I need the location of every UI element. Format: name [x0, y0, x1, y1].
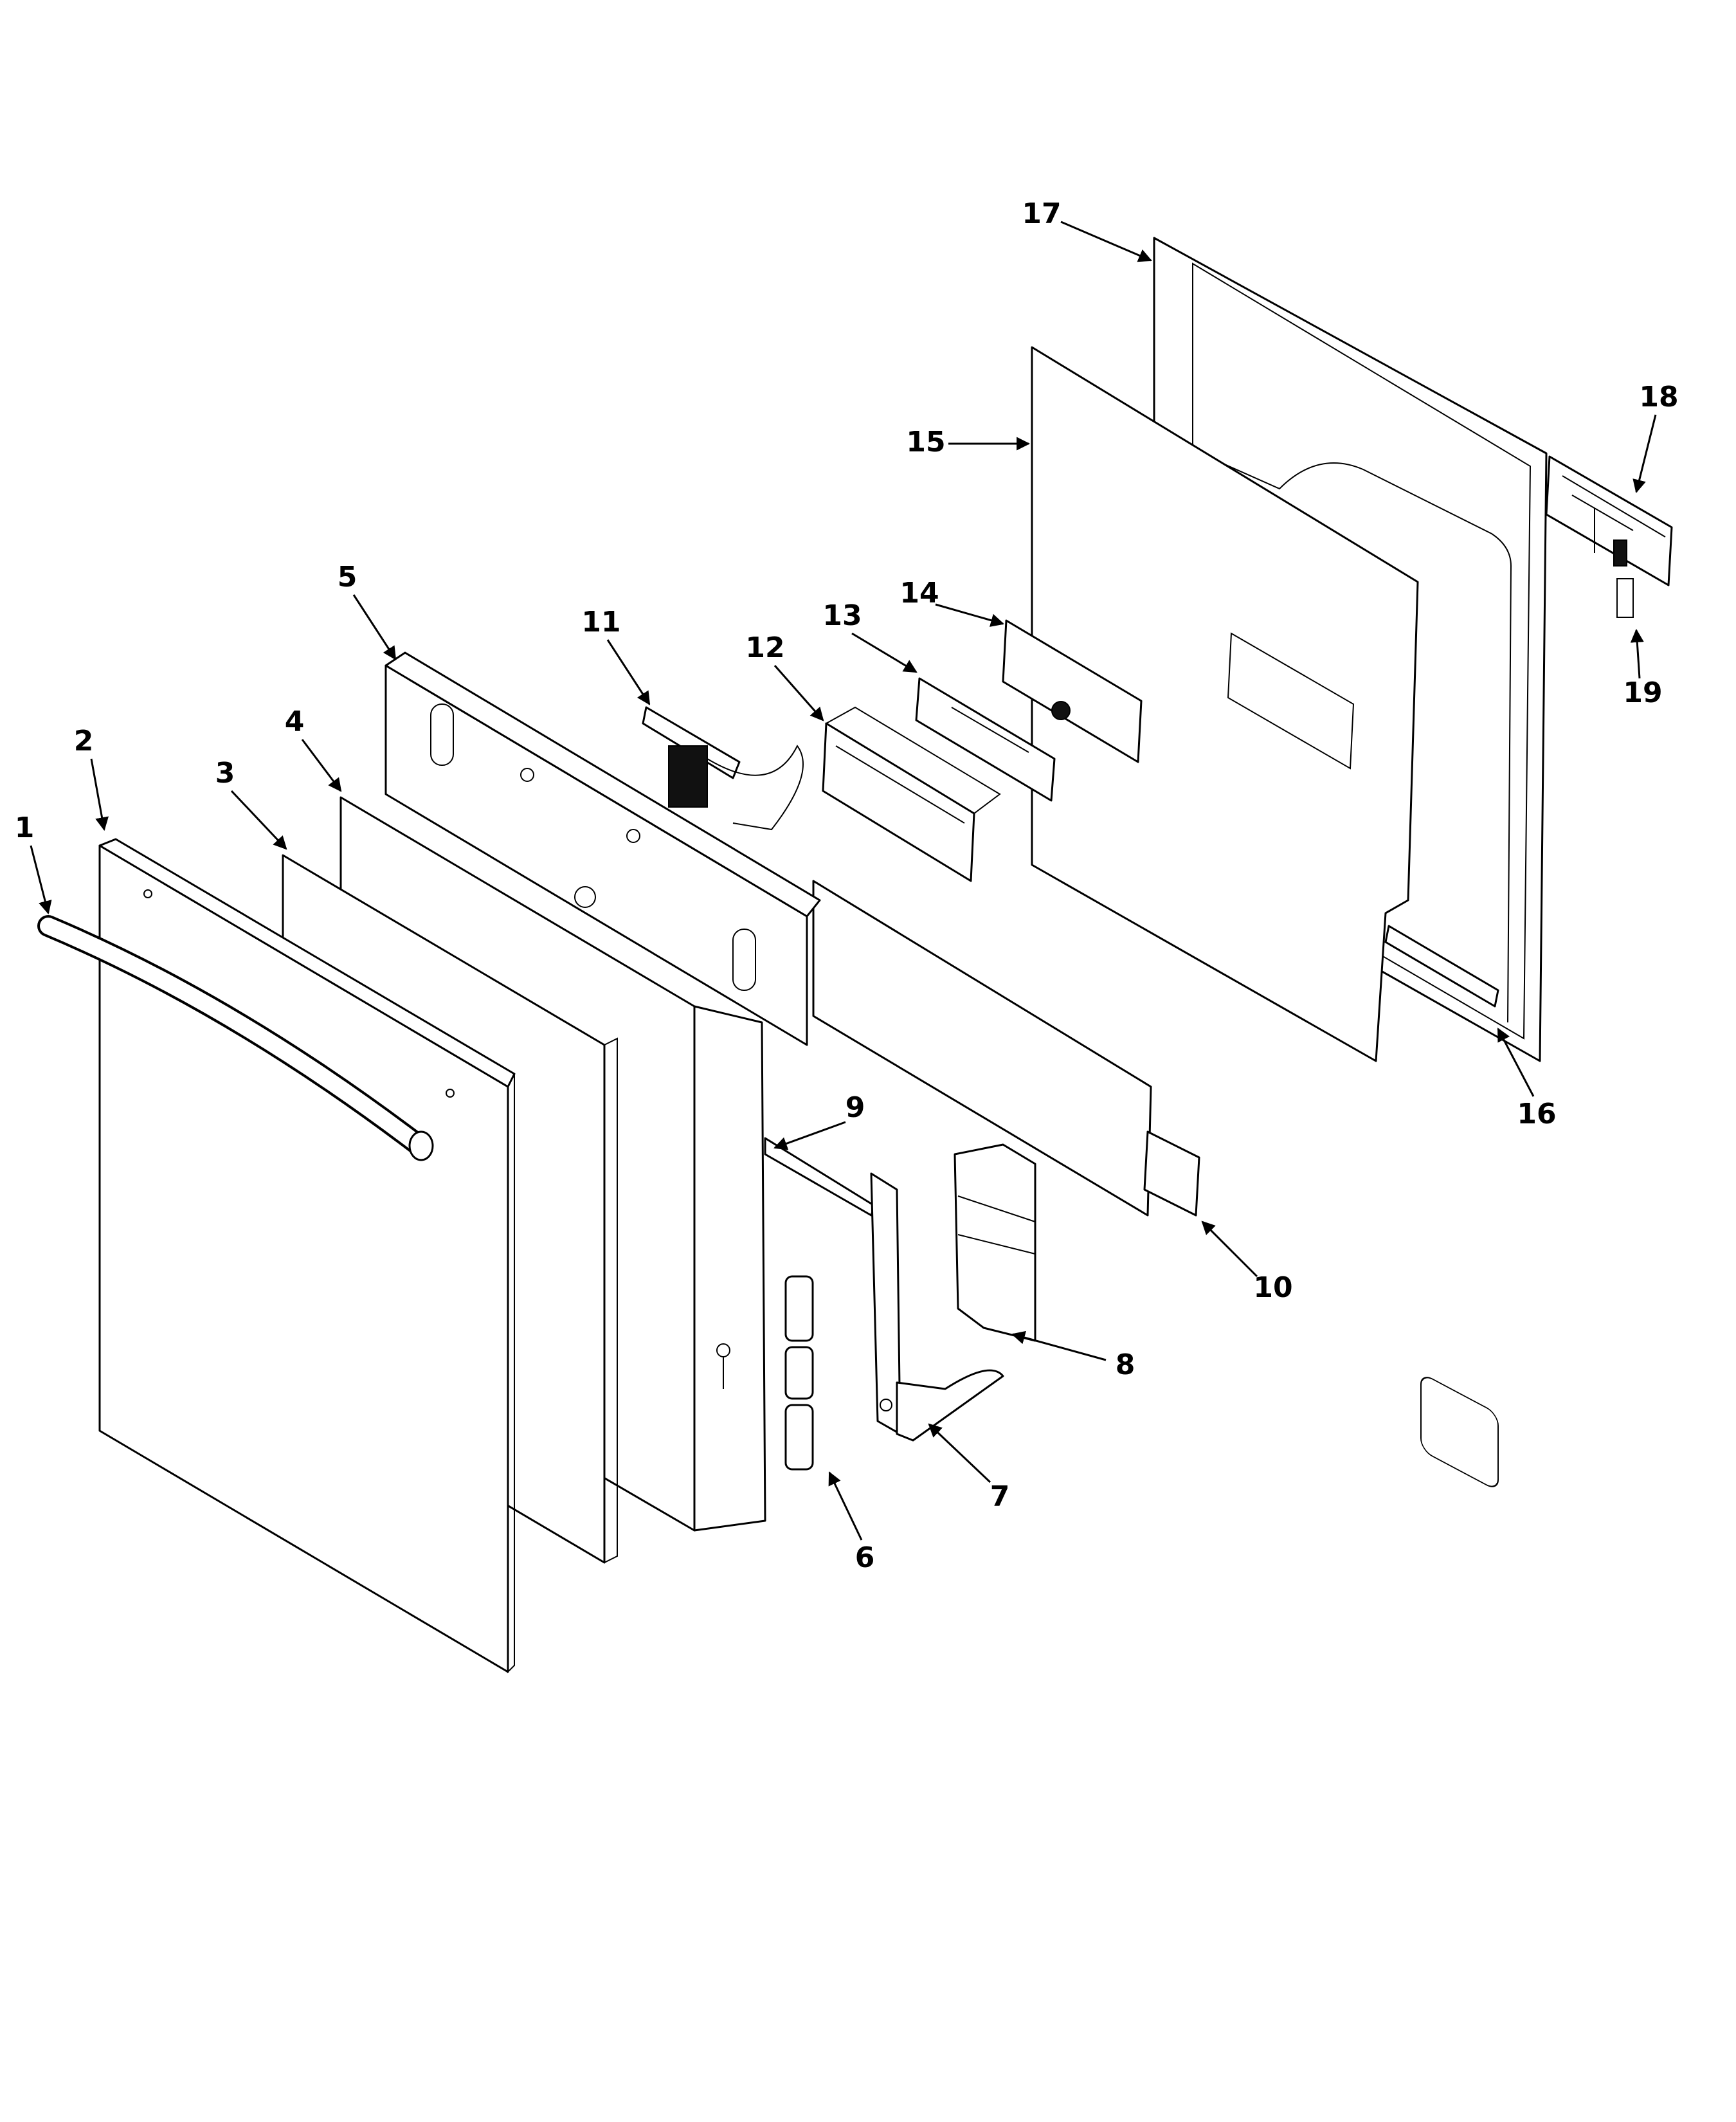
callout-number: 18 [1639, 381, 1678, 413]
callout-14: 14 [900, 577, 1005, 627]
side-panel [812, 880, 1200, 1217]
callout-number: 15 [906, 426, 945, 458]
callout-6: 6 [828, 1471, 875, 1574]
insulation-sheet [1031, 346, 1419, 1062]
callout-7: 7 [928, 1423, 1010, 1513]
callout-number: 12 [745, 631, 784, 664]
callout-number: 9 [845, 1091, 865, 1124]
hinge-arm [870, 1172, 1004, 1442]
outer-door-panel [98, 838, 516, 1674]
callout-leader-line [90, 758, 109, 831]
vent-assembly [1002, 619, 1143, 763]
board-housing [822, 706, 1001, 882]
callout-leader-line [352, 594, 397, 660]
callout-18: 18 [1632, 381, 1679, 494]
callout-number: 11 [581, 606, 620, 639]
callout-number: 3 [215, 757, 235, 790]
callout-number: 7 [990, 1480, 1010, 1513]
callout-16: 16 [1497, 1028, 1557, 1130]
callout-number: 19 [1623, 676, 1662, 709]
callout-19: 19 [1623, 628, 1663, 709]
callout-3: 3 [215, 757, 287, 850]
callout-number: 6 [855, 1541, 875, 1574]
callout-number: 1 [15, 812, 35, 844]
callout-leader-line [928, 1423, 991, 1483]
callout-13: 13 [822, 599, 918, 673]
callout-number: 17 [1022, 197, 1061, 230]
hinge-rail [764, 1137, 876, 1217]
callout-leader-line [1060, 221, 1152, 262]
callout-leader-line [935, 603, 1005, 627]
callout-leader-line [1201, 1220, 1258, 1278]
latch [642, 706, 804, 831]
callout-10: 10 [1201, 1220, 1293, 1304]
callout-leader-line [301, 739, 342, 792]
callout-leader-line [828, 1471, 863, 1541]
callout-12: 12 [745, 631, 824, 721]
callout-5: 5 [338, 561, 397, 660]
callout-number: 13 [822, 599, 862, 632]
callout-leader-line [773, 1121, 846, 1150]
callout-number: 5 [338, 561, 357, 594]
callout-9: 9 [773, 1091, 865, 1150]
callout-number: 4 [285, 705, 305, 738]
callout-number: 8 [1116, 1348, 1135, 1381]
door-handle [37, 915, 434, 1161]
callout-2: 2 [74, 725, 109, 831]
gasket-clip [784, 1275, 814, 1471]
bumper-block [954, 1143, 1036, 1342]
callout-number: 10 [1253, 1271, 1292, 1304]
callout-leader-line [773, 665, 824, 721]
callout-11: 11 [581, 606, 651, 705]
callout-leader-line [30, 845, 52, 915]
callout-4: 4 [285, 705, 342, 792]
callout-8: 8 [1011, 1330, 1135, 1381]
callout-17: 17 [1022, 197, 1152, 262]
control-board [915, 677, 1056, 802]
callout-15: 15 [906, 426, 1031, 458]
callout-number: 16 [1517, 1098, 1556, 1130]
callout-leader-line [230, 790, 287, 850]
callout-leader-line [1632, 414, 1657, 494]
callout-leader-line [606, 639, 651, 705]
control-panel [384, 651, 821, 1046]
callout-leader-line [1497, 1028, 1535, 1097]
control-bracket [1545, 455, 1673, 618]
callout-number: 14 [900, 577, 939, 610]
callout-leader-line [1011, 1330, 1107, 1361]
callout-number: 2 [74, 725, 94, 757]
callout-leader-line [851, 632, 918, 673]
callout-leader-line [1630, 628, 1644, 679]
callout-1: 1 [15, 812, 52, 915]
bottom-strip [1384, 925, 1499, 1008]
